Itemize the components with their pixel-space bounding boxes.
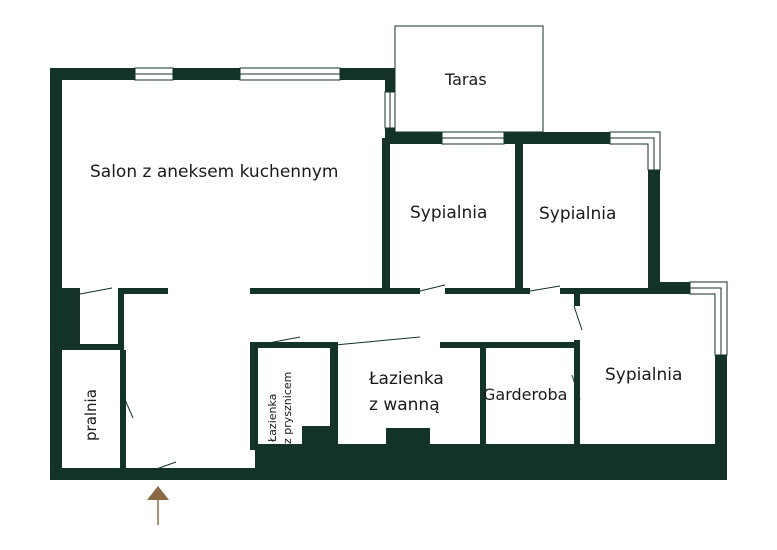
room-label-lazienka-wanna-1: Łazienka — [368, 369, 444, 389]
room-label-lazienka-prysznic-1: Łazienka — [266, 394, 279, 443]
room-label-sypialnia-2: Sypialnia — [539, 204, 616, 224]
room-label-sypialnia-3: Sypialnia — [605, 365, 682, 385]
entrance-arrow-icon — [147, 486, 169, 525]
room-label-taras: Taras — [444, 70, 487, 89]
interior-walls — [62, 138, 655, 470]
room-label-lazienka-prysznic-2: z prysznicem — [281, 372, 294, 444]
room-label-sypialnia-1: Sypialnia — [410, 203, 487, 223]
room-label-pralnia: pralnia — [82, 389, 100, 441]
windows — [134, 67, 728, 356]
room-label-salon: Salon z aneksem kuchennym — [90, 162, 338, 182]
room-label-lazienka-wanna-2: z wanną — [369, 395, 440, 415]
doors — [79, 284, 583, 473]
room-label-garderoba: Garderoba — [483, 385, 567, 404]
